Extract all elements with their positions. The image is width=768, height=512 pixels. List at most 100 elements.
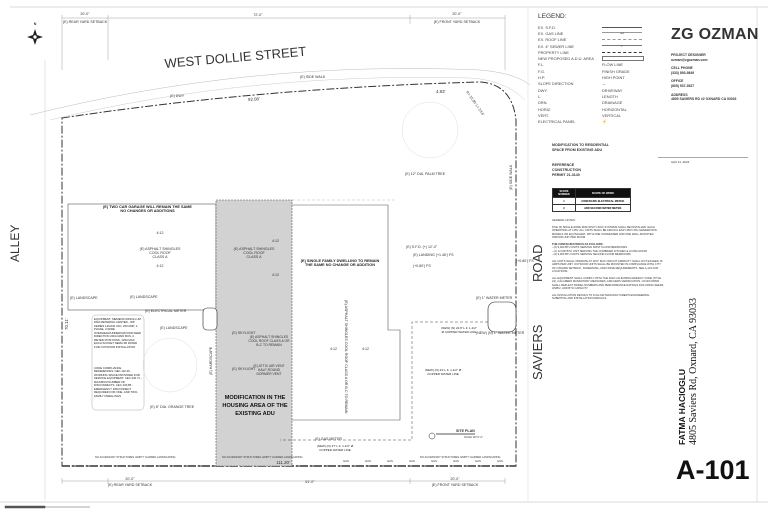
rear-setback-label: (E) REAR YARD SETBACK xyxy=(63,20,108,24)
cell-label: CELL PHONE xyxy=(671,66,693,71)
legend-item-label: ELECTRICAL PANEL xyxy=(538,119,576,125)
legend-item-symbol xyxy=(602,39,642,41)
address-value: 4805 SAVIERS RD #2 OXNARD CA 93033 xyxy=(671,97,737,102)
legend-item-label: L. xyxy=(538,93,542,99)
skylight-label-2: (E) SKYLIGHT xyxy=(232,367,256,371)
legend-item-symbol: HORIZONTAL xyxy=(602,106,627,112)
legend-item: F.G. FINISH GRADE xyxy=(538,68,658,74)
adu-roof-class: CLASS A xyxy=(247,255,263,259)
legend-item: PROPERTY LINE xyxy=(538,49,658,55)
legend-item-symbol: HIGH POINT xyxy=(602,75,625,81)
sfd-ff-label: (E) S.F.D. (+) 12'-0" xyxy=(406,245,438,249)
electrical-meter-icon xyxy=(202,307,218,331)
reference-permit: REFERENCE CONSTRUCTION PERMIT 21-3140 xyxy=(552,163,581,177)
legend-item: ELECTRICAL PANEL ⚡ xyxy=(538,118,658,124)
legend-item: DRN.DRAINAGE xyxy=(538,100,658,106)
orange-tree-label: (E) 8" DIA. ORANGE TREE xyxy=(150,405,195,409)
fs-label: (+0.80') FS xyxy=(413,264,431,268)
note-8: ALL INSTALLATION DETAILS TO FOLLOW MANUF… xyxy=(552,293,650,301)
landscape-label-2: (E) LANDSCAPE xyxy=(70,296,98,300)
garage-roof-class: CLASS A xyxy=(153,255,169,259)
firm-name: ZG OZMAN xyxy=(671,26,759,43)
gas-meter-label: (E) GAS METER xyxy=(315,437,342,441)
gas-line-label-6: GAS xyxy=(453,459,459,463)
landscape-label-3: (E) LANDSCAPE xyxy=(160,326,188,330)
gas-line-label-1: GAS xyxy=(343,459,349,463)
water-line xyxy=(280,321,488,441)
notes-title: GENERAL NOTES: xyxy=(552,219,576,222)
legend-item-label: PROPERTY LINE xyxy=(538,49,569,55)
garage-slope-1: 4:12 xyxy=(157,231,164,235)
legend-item-symbol: ⚡ xyxy=(602,119,607,125)
legend-item-symbol: FLOW LINE xyxy=(602,62,623,68)
office-phone: (805) 537-3527 xyxy=(671,83,695,88)
adu-area xyxy=(215,199,293,467)
legend-item-symbol xyxy=(602,51,642,53)
legend-item: L.LENGTH xyxy=(538,93,658,99)
sfd-slope-1: 4:12 xyxy=(330,347,337,351)
note-3: - (2) 9,000 BTU UNITS SERVING FIRST FLOO… xyxy=(552,246,628,249)
legend-item-label: F.L. xyxy=(538,62,545,68)
designer-label: PROJECT DESIGNER xyxy=(671,53,706,57)
sidewalk-right-label: (E) SIDE WALK xyxy=(509,164,513,190)
hardscape-label: (E) HARDSCAPE xyxy=(209,346,213,375)
legend-item-label: SLOPE DIRECTION xyxy=(538,81,574,87)
water-line-note-3: (NEW) (N) 37' L.F. 1-1/2" Ø COPPER WATER… xyxy=(316,444,354,452)
legend-item-symbol: VERTICAL xyxy=(602,112,621,118)
graphic-scale-bar xyxy=(4,505,90,509)
equipment-note: EQUIPMENT: SIEMENS WP2211 UM PAM METERIN… xyxy=(94,318,142,349)
landscape-label: (E) LANDSCAPE xyxy=(130,295,158,299)
adu-cool-roof: COOL ROOF xyxy=(243,251,265,255)
sfd-roof-note: (E) ASPHALT SHINGLES COOL ROOF CLASS A O… xyxy=(344,300,348,414)
scope-row-2-work: ADD SECOND WATER METER. xyxy=(575,204,631,212)
note-1: FIVE (5) SINGLE-ZONE MINI-SPLIT HVAC SYS… xyxy=(552,225,657,240)
gas-line-label-3: GAS xyxy=(387,459,393,463)
bottom-total-dim: 61'-0" xyxy=(305,480,315,484)
legend-item-label: NEW PROPOSED A.D.U. AREA xyxy=(538,56,594,62)
legend-item: HORIZ.HORIZONTAL xyxy=(538,106,658,112)
sfd-slope-2: 4:12 xyxy=(362,347,369,351)
palm-tree-icon xyxy=(401,101,459,159)
scope-row-2-number: 2 xyxy=(552,204,576,212)
sidewalk-label: (E) SIDE WALK xyxy=(300,75,326,79)
legend-item: F.L. FLOW LINE xyxy=(538,62,658,68)
legend-item-symbol: FINISH GRADE xyxy=(602,68,630,74)
note-4: - (1) 12,000 BTU UNIT SERVING THE COMBIN… xyxy=(552,249,647,253)
accessory-note-3: NO ACCESSORY STRUCTURES. EMPTY GARDEN LA… xyxy=(420,455,501,459)
note-6: ALL UNITS SHALL OPERATE AT 115V. MAX CIR… xyxy=(552,259,663,274)
legend-item-label: EX. S.F.D. xyxy=(538,24,556,30)
sidewalk-line xyxy=(49,77,526,121)
code-compliance-note: CODE COMPLIANCE REFERENCES: NEC 110.26 -… xyxy=(94,367,142,398)
legend-item-label: F.G. xyxy=(538,68,546,74)
legend-item-symbol: → xyxy=(602,81,606,87)
water-meter-icon xyxy=(487,301,517,333)
palm-tree-label: (E) 12" DIA. PALM TREE xyxy=(405,172,446,176)
adu-roof-note: (E) ASPHALT SHINGLES COOL ROOF CLASS A O… xyxy=(248,335,290,347)
front-setback-dim: 20'-0" xyxy=(452,12,462,16)
scope-row-1-work: CONFIGURE ELECTRICAL METER. xyxy=(575,197,631,205)
designer-email: ozman@zgozman.com xyxy=(671,57,708,62)
legend-item: EX. S.F.D. xyxy=(538,24,658,30)
legend-title: LEGEND: xyxy=(538,13,567,20)
office-label: OFFICE xyxy=(671,79,684,84)
legend-item: NEW PROPOSED A.D.U. AREA xyxy=(538,55,658,62)
scope-row-1-number: 1 xyxy=(552,197,576,205)
legend-item-label: DWY. xyxy=(538,87,548,93)
orange-tree-icon xyxy=(142,337,198,393)
fs-label-right: (+0.80') FS xyxy=(516,259,534,263)
note-5: - (2) 9,000 BTU UNITS SERVING SECOND FLO… xyxy=(552,253,631,256)
legend-item-label: DRN. xyxy=(538,100,548,106)
legend-item-label: EX. 4" SEWER LINE xyxy=(538,43,574,49)
note-2: THE CONFIGURATION IS AS FOLLOWS: xyxy=(552,242,604,246)
scope-of-work-header: SCOPE OF WORK xyxy=(575,188,631,198)
north-arrow-icon xyxy=(27,29,43,45)
equipment-callout xyxy=(91,314,145,411)
landing-label: (E) LANDING (+1.46') FS xyxy=(413,253,454,257)
gas-line-label-5: GAS xyxy=(431,459,437,463)
legend-item: EX. ROOF LINE xyxy=(538,37,658,43)
front-line-dim: 92.08' xyxy=(248,96,260,102)
water-line-note-1: (NEW) (N) 22.8' L.F. 1-1/2" Ø COPPER WAT… xyxy=(441,326,477,334)
garage-note: (E) TWO CAR GARAGE WILL REMAIN THE SAME … xyxy=(103,205,192,213)
